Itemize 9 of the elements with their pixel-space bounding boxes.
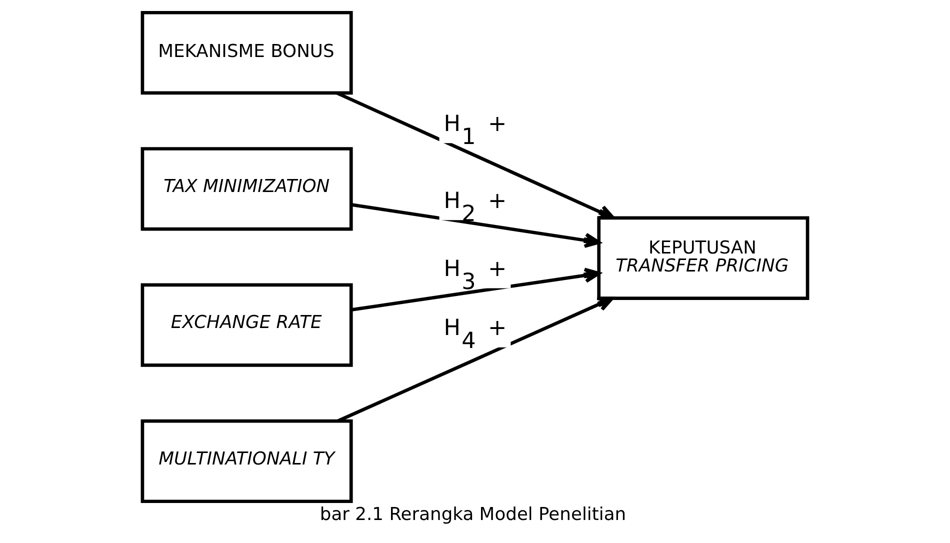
arrow: [351, 203, 600, 248]
caption: bar 2.1 Rerangka Model Penelitian: [320, 504, 626, 526]
arrow: [351, 268, 600, 312]
node-box: TAX MINIMIZATION: [140, 147, 353, 231]
node-box: MULTINATIONALI TY: [140, 419, 353, 504]
node-box: KEPUTUSAN TRANSFER PRICING: [597, 216, 810, 300]
arrow: [338, 296, 614, 422]
node-box: EXCHANGE RATE: [140, 283, 353, 367]
node-box: MEKANISME BONUS: [140, 10, 353, 95]
